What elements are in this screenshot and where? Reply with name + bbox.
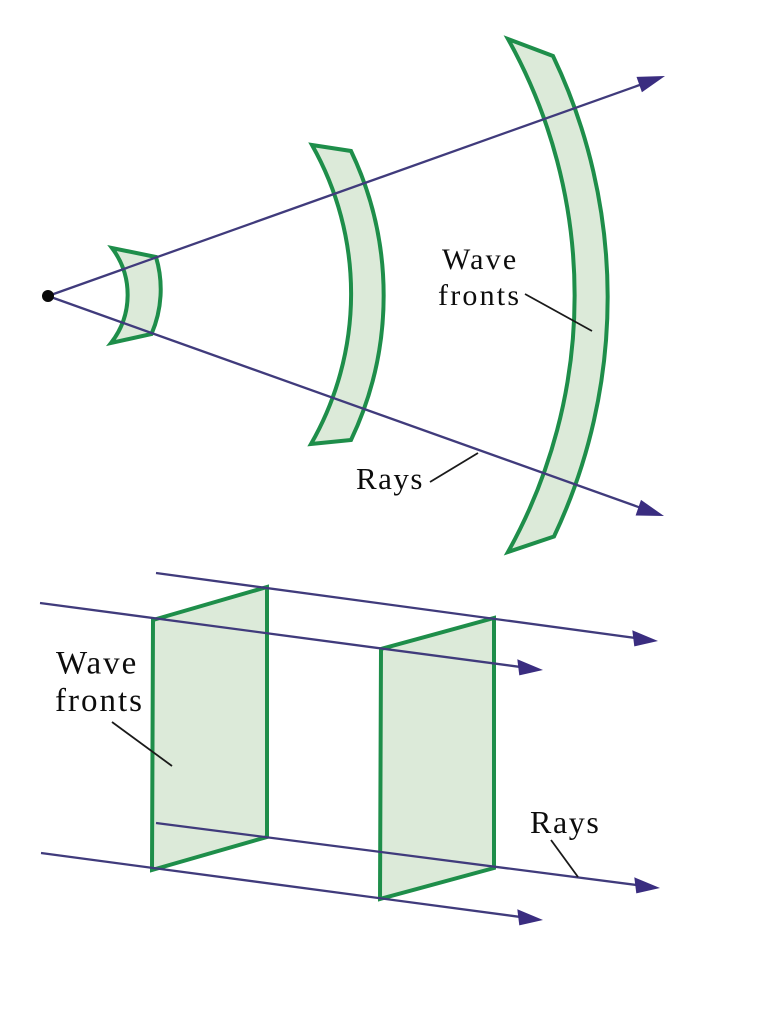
svg-text:fronts: fronts	[55, 683, 144, 719]
svg-text:Wave: Wave	[442, 243, 518, 276]
svg-text:Wave: Wave	[56, 646, 138, 682]
svg-text:Rays: Rays	[356, 461, 424, 496]
svg-text:Rays: Rays	[530, 804, 600, 840]
svg-text:fronts: fronts	[438, 279, 521, 312]
